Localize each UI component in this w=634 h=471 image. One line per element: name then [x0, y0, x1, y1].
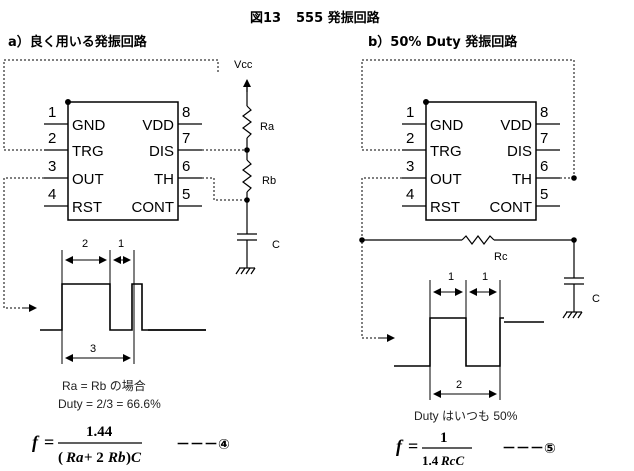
a-dim-high: 2 [82, 238, 88, 250]
b-pin-out: OUT [430, 171, 462, 188]
circuit-b-left-pins [402, 123, 426, 207]
a-pin-num-6: 6 [182, 158, 190, 175]
a-note-duty: Duty = 2/3 = 66.6% [58, 397, 161, 411]
formula-b-numerator: 1 [440, 430, 448, 446]
a-note-condition: Ra = Rb の場合 [62, 378, 146, 393]
a-cap-label: C [272, 239, 280, 251]
b-pin-vdd: VDD [500, 117, 532, 134]
figure-number: 図13 [250, 11, 281, 26]
circuit-b-dotted-wires [361, 59, 575, 339]
a-dim-low: 1 [118, 238, 124, 250]
formula-a-den-open: ( [58, 450, 63, 466]
b-pin-trg: TRG [430, 143, 462, 160]
b-rc-label: Rc [494, 251, 508, 263]
formula-a-lhs: f [32, 432, 40, 452]
formula-b-den-rc: RcC [440, 453, 464, 468]
circuit-b-right-pins [536, 123, 560, 207]
circuit-a-left-pins [44, 123, 68, 207]
formula-a-den-rb: Rb [107, 450, 126, 466]
a-pin-gnd: GND [72, 117, 106, 134]
a-pin-num-5: 5 [182, 186, 190, 203]
formula-a-den-ra: Ra [65, 450, 84, 466]
a-ra-label: Ra [260, 121, 275, 133]
circuit-a-dimensions [61, 250, 135, 364]
circuit-b-ic [423, 99, 537, 221]
circuit-b-rc-network [362, 235, 584, 319]
b-pin-rst: RST [430, 199, 460, 216]
a-pin-th: TH [154, 171, 174, 188]
b-pin-num-1: 1 [406, 104, 414, 121]
formula-b: f = 1 1.4 RcC －－－⑤ [396, 430, 556, 468]
b-pin-num-5: 5 [540, 186, 548, 203]
b-pin-num-8: 8 [540, 104, 548, 121]
circuit-b-heading: b）50% Duty 発振回路 [368, 34, 518, 50]
a-pin-vdd: VDD [142, 117, 174, 134]
a-pin-trg: TRG [72, 143, 104, 160]
circuit-b-dimensions [429, 280, 501, 400]
formula-b-lhs: f [396, 436, 404, 456]
b-dim-low: 1 [482, 271, 488, 283]
formula-b-eq: = [408, 436, 418, 456]
b-pin-th: TH [512, 171, 532, 188]
a-node-dis [244, 147, 250, 153]
b-note-duty: Duty はいつも 50% [414, 409, 518, 423]
a-pin-out: OUT [72, 171, 104, 188]
b-dim-high: 1 [448, 271, 454, 283]
circuit-a-vcc-rail [235, 86, 257, 275]
circuit-a-dotted-wires [3, 59, 247, 309]
a-pin-num-7: 7 [182, 130, 190, 147]
b-pin-num-7: 7 [540, 130, 548, 147]
circuit-b-waveform [394, 317, 544, 367]
a-node-th [244, 197, 250, 203]
a-dim-period: 3 [90, 343, 96, 355]
formula-a-den-close: ) [126, 450, 131, 466]
b-dim-period: 2 [456, 379, 462, 391]
formula-a-ref: －－－④ [176, 437, 230, 453]
circuit-a-waveform [40, 283, 206, 331]
circuit-a-waveform-tail [138, 283, 206, 331]
formula-b-ref: －－－⑤ [502, 441, 556, 457]
b-cap-label: C [592, 293, 600, 305]
b-pin-dis: DIS [507, 143, 532, 160]
a-vcc-label: Vcc [234, 59, 253, 71]
a-pin-cont: CONT [132, 199, 175, 216]
b-pin-num-4: 4 [406, 186, 414, 203]
b-node-th [571, 175, 577, 181]
b-pin-cont: CONT [490, 199, 533, 216]
b-pin-num-2: 2 [406, 130, 414, 147]
a-pin-num-3: 3 [48, 158, 56, 175]
a-pin-dis: DIS [149, 143, 174, 160]
circuit-a-right-pins [178, 123, 202, 207]
formula-b-den-num: 1.4 [422, 453, 439, 468]
formula-a-eq: = [44, 432, 54, 452]
circuit-a-ic [65, 99, 179, 221]
formula-a-den-c: C [131, 450, 142, 466]
b-pin-num-6: 6 [540, 158, 548, 175]
a-pin-num-2: 2 [48, 130, 56, 147]
a-pin-num-1: 1 [48, 104, 56, 121]
formula-a: f = 1.44 ( Ra + 2 Rb ) C －－－④ [32, 424, 230, 466]
b-pin-num-3: 3 [406, 158, 414, 175]
a-pin-num-8: 8 [182, 104, 190, 121]
b-pin-gnd: GND [430, 117, 464, 134]
figure-title: 555 発振回路 [296, 10, 381, 26]
a-pin-num-4: 4 [48, 186, 56, 203]
formula-a-den-plus: + 2 [84, 450, 104, 466]
circuit-a-heading: a）良く用いる発振回路 [8, 34, 148, 50]
a-rb-label: Rb [262, 175, 276, 187]
formula-a-numerator: 1.44 [86, 424, 113, 440]
a-pin-rst: RST [72, 199, 102, 216]
